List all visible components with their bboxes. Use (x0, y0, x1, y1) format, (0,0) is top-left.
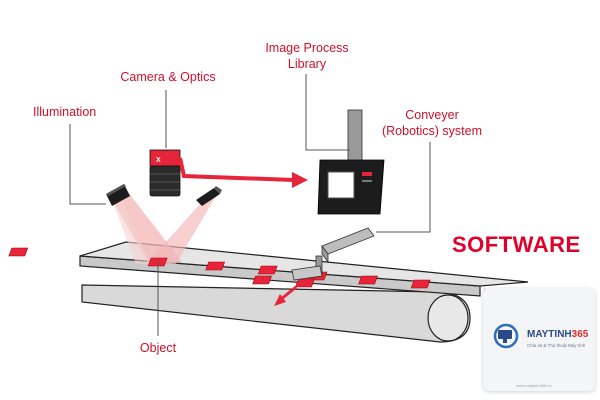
conveyor-belt-lower (81, 284, 471, 343)
label-object: Object (139, 341, 177, 355)
object-6 (358, 275, 378, 285)
processor-indicator (362, 172, 372, 176)
object-9 (252, 275, 272, 285)
object-1 (8, 247, 29, 257)
software-headline: SOFTWARE (452, 232, 581, 257)
label-illumination: Illumination (33, 105, 97, 119)
watermark-brand: MAYTINH365 (527, 329, 588, 340)
object-3 (205, 261, 226, 271)
camera-lens (149, 165, 181, 197)
robotic-pusher (291, 227, 375, 281)
camera: X (149, 149, 181, 197)
leader-image-process (305, 74, 350, 151)
camera-body (149, 149, 181, 167)
label-image-process-line1: Image Process (265, 41, 349, 55)
object-7 (410, 279, 431, 289)
image-processor (317, 109, 385, 215)
processor-screen (327, 171, 355, 199)
svg-text:X: X (156, 157, 161, 164)
light-beams (110, 192, 216, 266)
label-image-process-line2: Library (287, 57, 327, 71)
light-right (196, 186, 222, 206)
processor-mast (347, 109, 363, 163)
light-left (106, 184, 130, 206)
label-conveyer-line2: (Robotics) system (381, 124, 483, 138)
object-4 (257, 265, 278, 275)
leader-lines (69, 74, 431, 336)
watermark-tagline: Chia sẻ & Thủ thuật Máy tính (527, 343, 586, 348)
leader-conveyer (376, 142, 431, 233)
watermark-brand-number: 365 (571, 329, 589, 340)
object-8 (295, 278, 315, 288)
leader-illumination (69, 124, 106, 205)
label-camera-optics: Camera & Optics (120, 70, 216, 84)
watermark-url: www.maytinh365.vn (516, 383, 552, 388)
label-conveyer-line1: Conveyer (405, 108, 459, 122)
conveyor-belt-upper (79, 241, 529, 297)
signal-arrow (178, 157, 308, 188)
watermark-brand-text: MAYTINH (527, 329, 572, 340)
